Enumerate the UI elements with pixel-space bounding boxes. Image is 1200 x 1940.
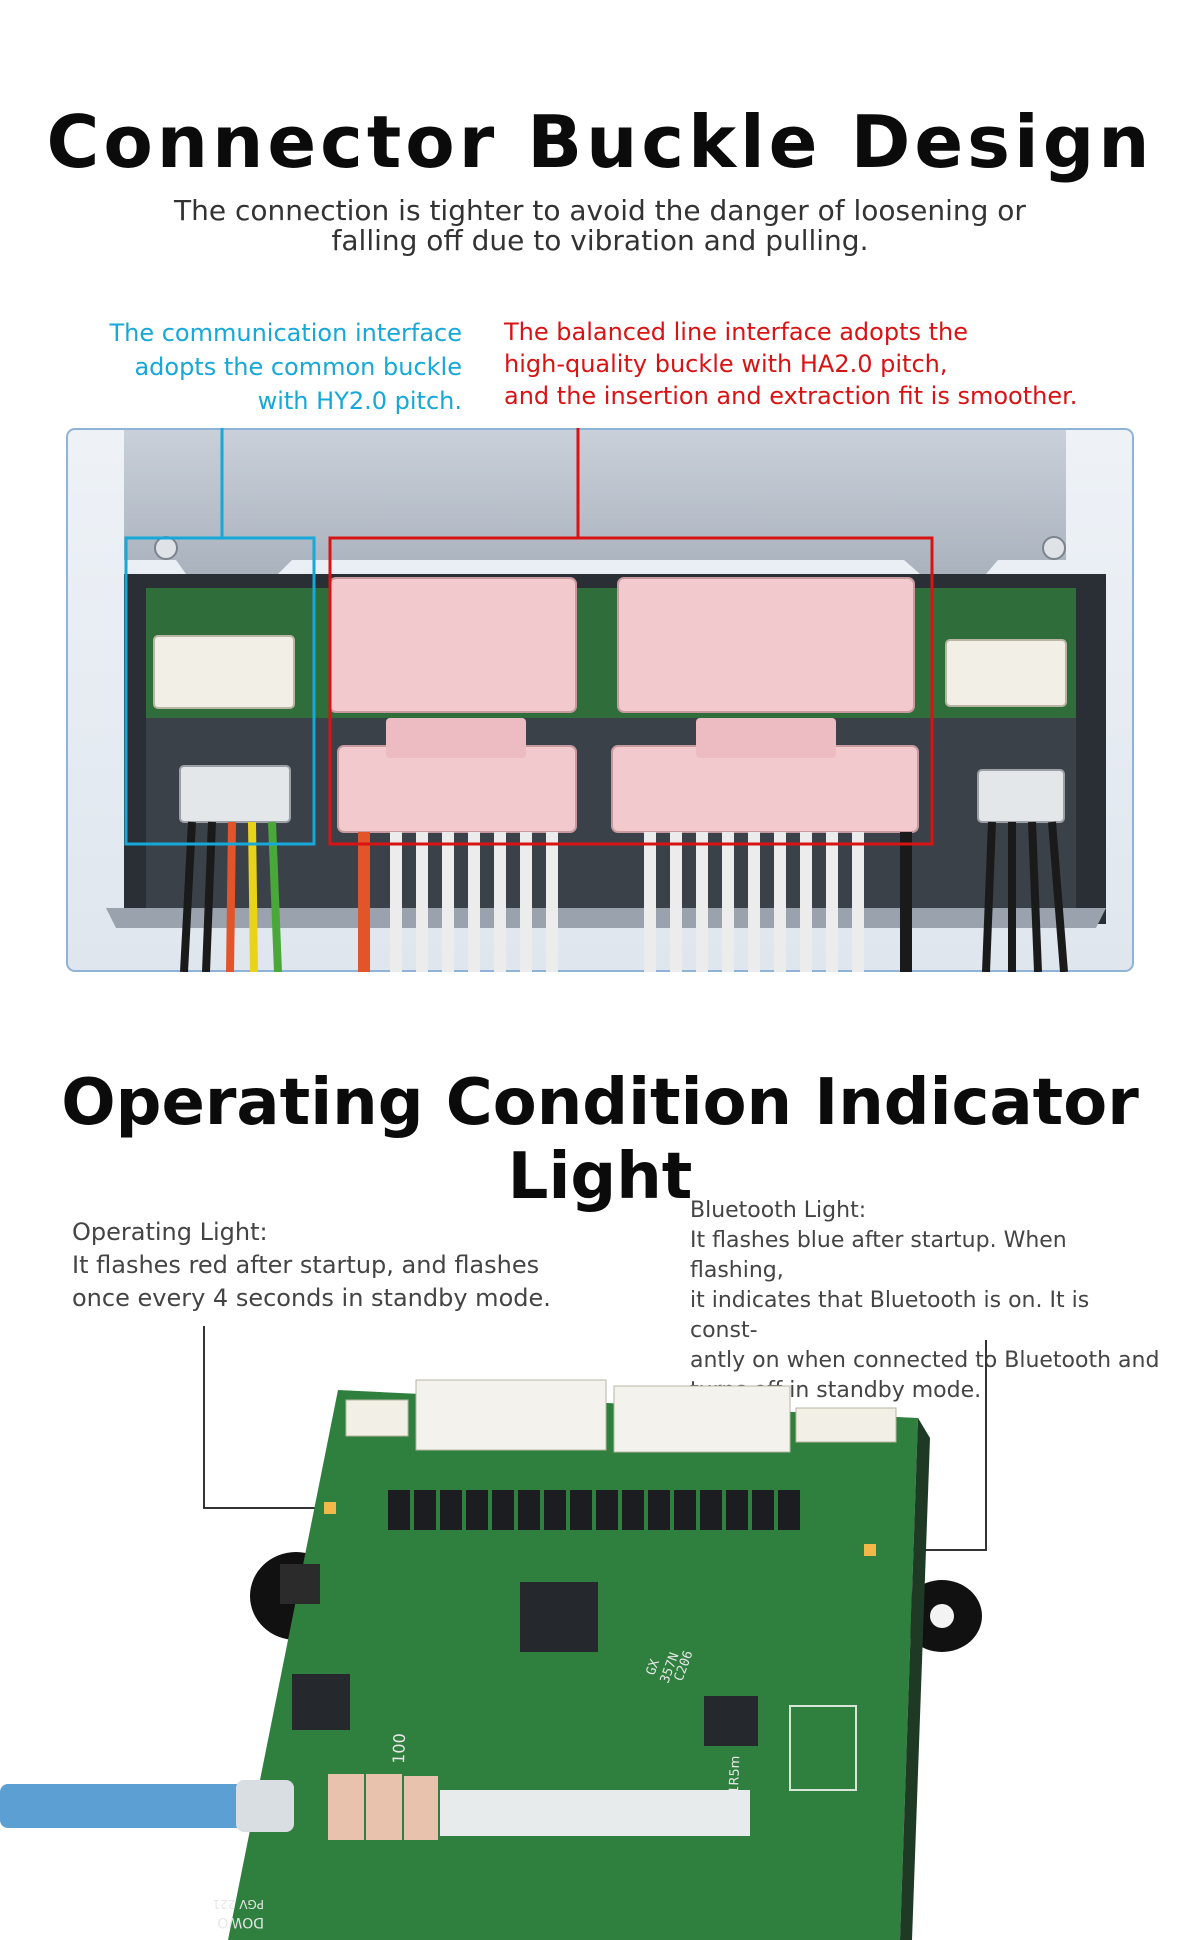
- comm-connector-lower-right: [977, 769, 1065, 823]
- comm-connector-lower: [179, 765, 291, 823]
- balance-wires: [358, 832, 912, 972]
- top-connector: [795, 1407, 897, 1443]
- balanced-highlight-box: [328, 536, 934, 846]
- balance-connector-lower-right: [611, 745, 919, 833]
- copper-pad: [328, 1774, 364, 1840]
- operating-light-line: once every 4 seconds in standby mode.: [72, 1284, 551, 1312]
- driver-chip: [704, 1696, 758, 1746]
- communication-interface-note: The communication interface adopts the c…: [100, 316, 462, 418]
- edge-label: PGV 221: [213, 1897, 264, 1911]
- indicator-light-title: Operating Condition Indicator Light: [61, 1066, 1139, 1214]
- antenna-outline: [789, 1705, 857, 1791]
- copper-pad: [404, 1776, 438, 1840]
- bluetooth-light-line: antly on when connected to Bluetooth and: [690, 1348, 1160, 1373]
- pcb-upper: [146, 588, 1076, 718]
- busbar: [440, 1790, 750, 1836]
- cable-tip: [236, 1780, 294, 1832]
- edge-label: DOWO: [217, 1914, 264, 1930]
- bluetooth-light-line: It flashes blue after startup. When flas…: [690, 1228, 1067, 1283]
- mount-hole: [930, 1604, 954, 1628]
- bluetooth-light-heading: Bluetooth Light:: [690, 1198, 867, 1223]
- operating-led-icon: [324, 1502, 336, 1514]
- connector-photo: [66, 428, 1134, 972]
- operating-light-heading: Operating Light:: [72, 1218, 268, 1246]
- chip-label: GX: [644, 1657, 664, 1677]
- connector-buckle-title: Connector Buckle Design: [46, 100, 1154, 184]
- balance-connector-lower-left: [337, 745, 577, 833]
- metal-case: [124, 430, 1066, 574]
- regulator-chip: [292, 1674, 350, 1730]
- subtitle-line: falling off due to vibration and pulling…: [331, 224, 869, 257]
- bluetooth-light-line: it indicates that Bluetooth is on. It is…: [690, 1288, 1090, 1343]
- operating-light-line: It flashes red after startup, and flashe…: [72, 1251, 540, 1279]
- balance-latch: [696, 718, 836, 758]
- screw-icon: [1042, 536, 1066, 560]
- mcu-chip: [520, 1582, 598, 1652]
- communication-note-line: with HY2.0 pitch.: [257, 387, 462, 415]
- resistor-label: 100: [389, 1733, 409, 1764]
- comm-connector-upper: [153, 635, 295, 709]
- communication-highlight-box: [124, 536, 316, 846]
- operating-light-leader: [203, 1326, 320, 1509]
- operating-light-note: Operating Light: It flashes red after st…: [72, 1216, 592, 1315]
- top-connector: [613, 1385, 791, 1453]
- communication-note-line: The communication interface: [109, 319, 462, 347]
- balanced-note-line: and the insertion and extraction fit is …: [504, 382, 1078, 410]
- blue-cable: [0, 1784, 250, 1828]
- pcb-board-edge: [900, 1418, 930, 1940]
- balanced-note-line: high-quality buckle with HA2.0 pitch,: [504, 350, 948, 378]
- balance-latch: [386, 718, 526, 758]
- pcb-photo: GX 357N C206 100 1R5m DOWO PGV 221: [0, 1326, 987, 1940]
- balanced-note-line: The balanced line interface adopts the: [504, 318, 969, 346]
- top-connector: [415, 1379, 607, 1451]
- balanced-interface-note: The balanced line interface adopts the h…: [504, 316, 1144, 412]
- mosfet-row: [388, 1490, 800, 1530]
- inductor: [280, 1564, 320, 1604]
- copper-pad: [366, 1774, 402, 1840]
- balance-connector-upper-right: [617, 577, 915, 713]
- comm-wires: [180, 821, 1068, 972]
- communication-note-line: adopts the common buckle: [134, 353, 462, 381]
- shunt-label: 1R5m: [727, 1755, 743, 1794]
- connector-buckle-subtitle: The connection is tighter to avoid the d…: [150, 196, 1050, 256]
- subtitle-line: The connection is tighter to avoid the d…: [174, 194, 1026, 227]
- balance-connector-upper-left: [329, 577, 577, 713]
- screw-icon: [154, 536, 178, 560]
- bluetooth-led-icon: [864, 1544, 876, 1556]
- top-connector: [345, 1399, 409, 1437]
- pcb-board: [228, 1390, 918, 1940]
- comm-connector-right: [945, 639, 1067, 707]
